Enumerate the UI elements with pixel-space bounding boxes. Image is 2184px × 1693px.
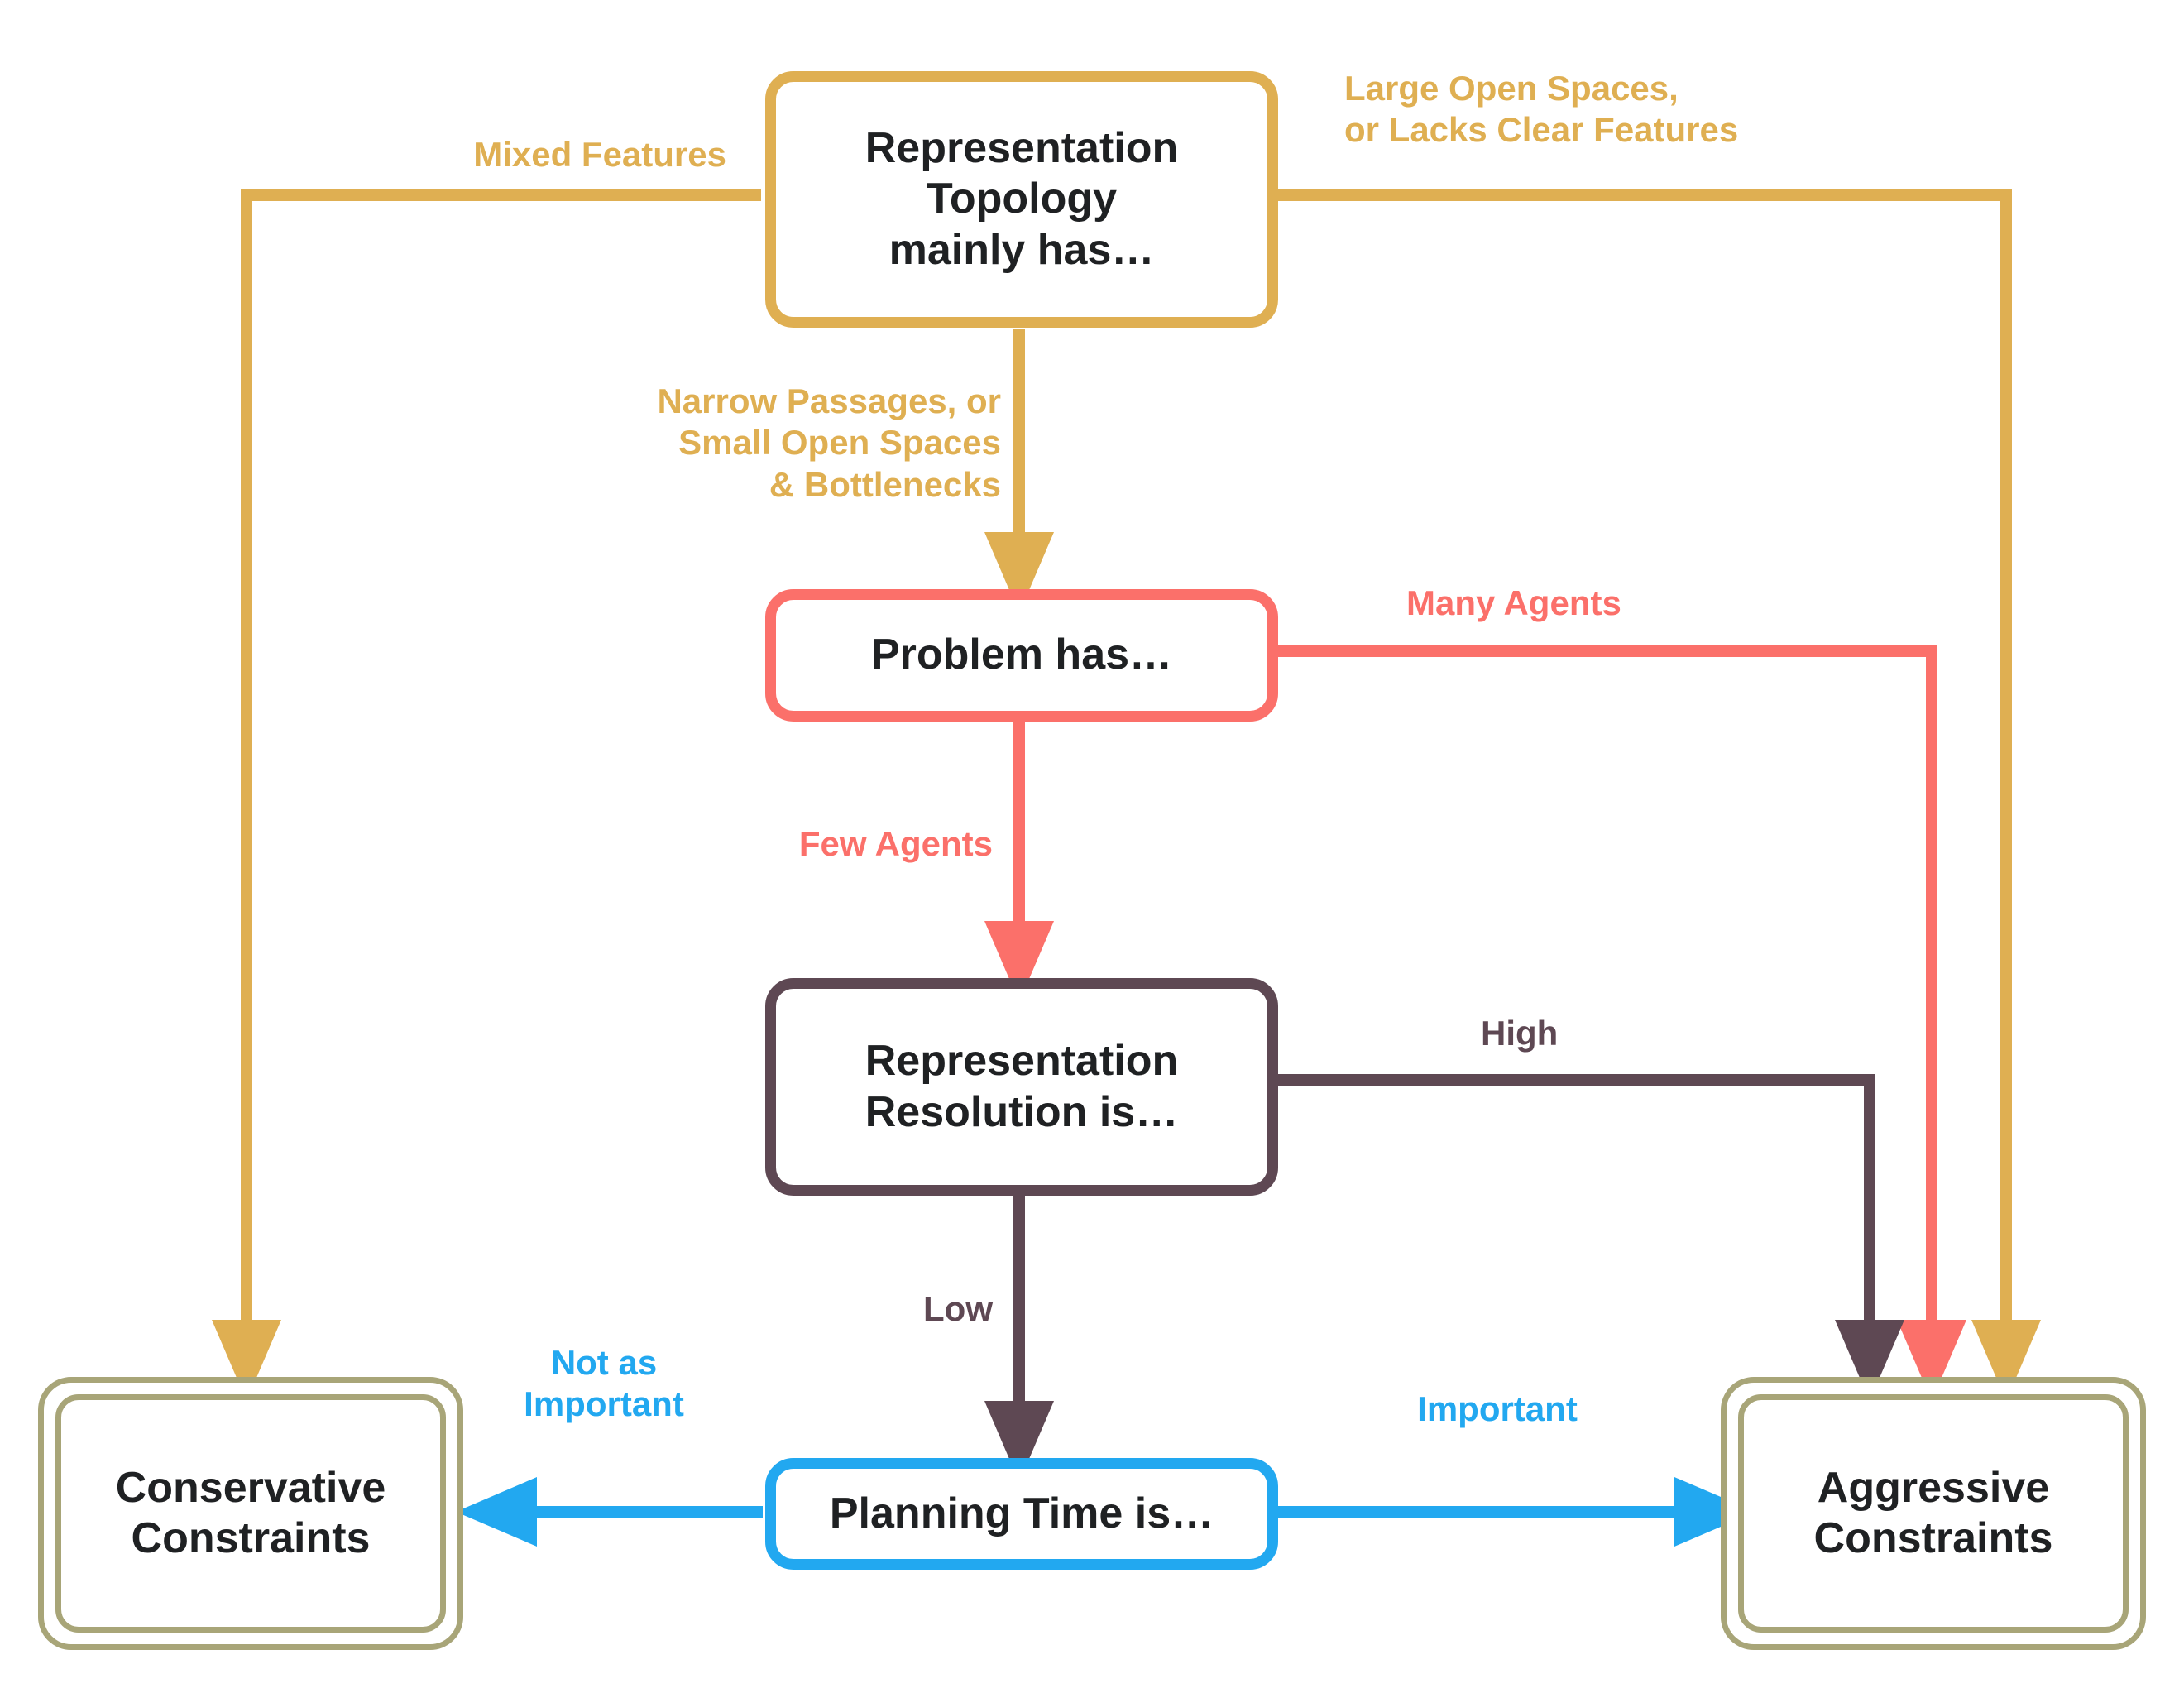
edge-label-low: Low — [923, 1289, 993, 1328]
edge-label-many-agents: Many Agents — [1406, 583, 1621, 622]
edge-label-high: High — [1481, 1014, 1559, 1053]
node-problem-has[interactable]: Problem has… — [765, 589, 1278, 722]
aggressive-inner-frame: Aggressive Constraints — [1738, 1394, 2129, 1633]
node-planning-time[interactable]: Planning Time is… — [765, 1458, 1278, 1570]
edge-label-few-agents: Few Agents — [798, 824, 993, 863]
node-topology-line2: Topology — [926, 175, 1118, 223]
edge-label-mixed-features: Mixed Features — [473, 135, 726, 174]
node-aggressive-constraints[interactable]: Aggressive Constraints — [1721, 1377, 2146, 1650]
node-resolution-line2: Resolution is… — [864, 1087, 1179, 1136]
conservative-inner-frame: Conservative Constraints — [55, 1394, 446, 1633]
node-representation-resolution[interactable]: Representation Resolution is… — [765, 978, 1278, 1196]
node-aggressive-line1: Aggressive — [1817, 1463, 2050, 1512]
node-conservative-line2: Constraints — [131, 1514, 371, 1562]
edge-mixed-features — [212, 189, 761, 1401]
edge-many-agents — [1278, 645, 1966, 1401]
node-topology-line1: Representation — [864, 123, 1179, 172]
edge-high — [1278, 1074, 1904, 1401]
node-aggressive-line2: Constraints — [1813, 1514, 2053, 1562]
node-conservative-line1: Conservative — [115, 1463, 386, 1512]
node-resolution-line1: Representation — [864, 1037, 1179, 1086]
edge-large-open-spaces — [1278, 189, 2041, 1401]
node-problem-label: Problem has… — [870, 631, 1173, 679]
node-conservative-constraints[interactable]: Conservative Constraints — [38, 1377, 463, 1650]
node-planning-label: Planning Time is… — [829, 1489, 1214, 1537]
edge-label-large-open-spaces: Large Open Spaces, or Lacks Clear Featur… — [1344, 69, 1739, 150]
edge-label-not-as-important: Not as Important — [524, 1343, 684, 1424]
edge-label-important: Important — [1417, 1389, 1578, 1428]
edge-label-narrow-passages: Narrow Passages, or Small Open Spaces & … — [657, 381, 1001, 504]
node-representation-topology[interactable]: Representation Topology mainly has… — [765, 71, 1278, 328]
node-topology-line3: mainly has… — [888, 225, 1155, 274]
